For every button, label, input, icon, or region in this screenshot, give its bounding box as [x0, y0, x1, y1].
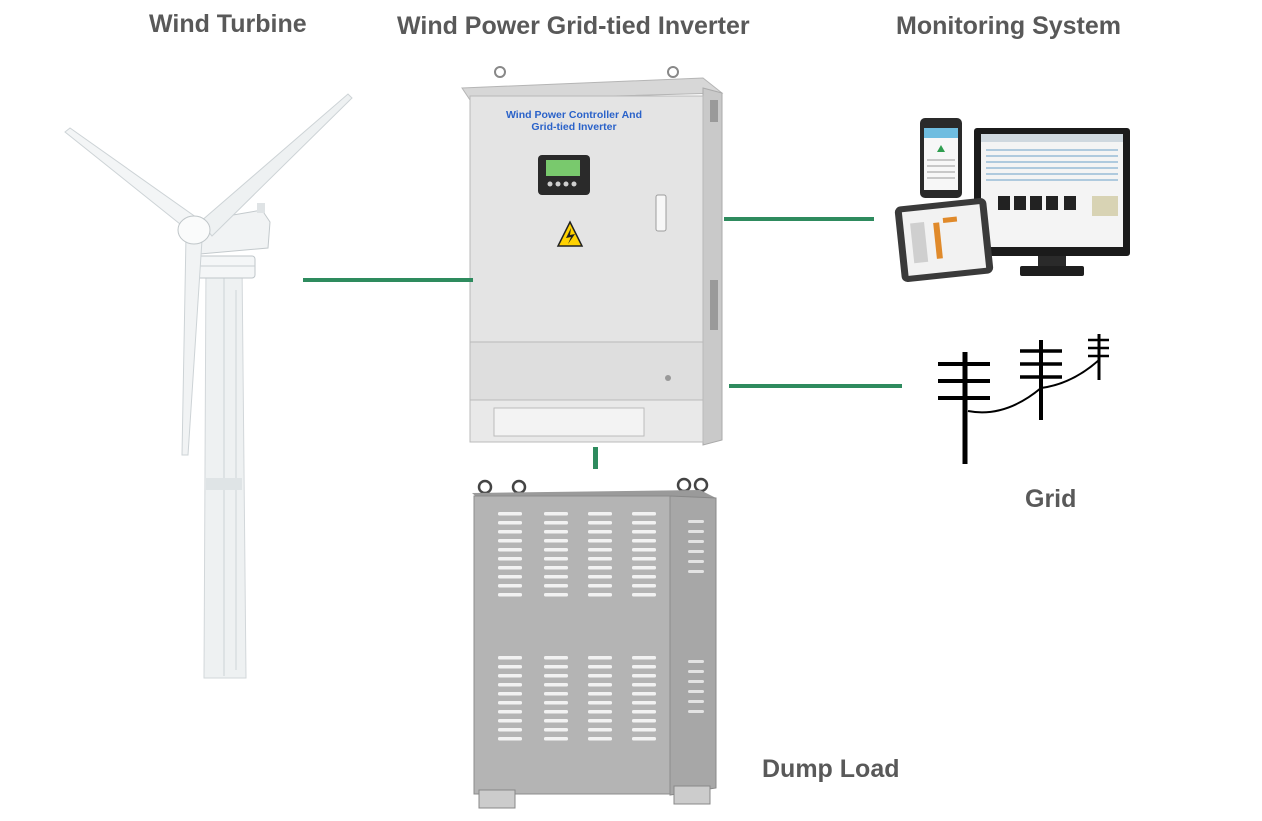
wind-turbine: [64, 93, 353, 679]
monitoring-system-label: Monitoring System: [896, 12, 1122, 40]
wind-turbine-label: Wind Turbine: [149, 10, 307, 38]
inverter-label: Wind Power Grid-tied Inverter: [397, 12, 750, 40]
connector-inverter-monitoring: [724, 217, 874, 221]
dump-load-label: Dump Load: [762, 755, 900, 783]
panel-text-line2: Grid-tied Inverter: [531, 121, 616, 133]
inverter-cabinet: Wind Power Controller And Grid-tied Inve…: [461, 66, 724, 446]
grid-label: Grid: [1025, 485, 1077, 513]
connector-inverter-grid: [729, 384, 902, 388]
connector-inverter-dumpload: [593, 447, 598, 469]
high-voltage-warning-icon: [556, 220, 584, 247]
panel-text-line1: Wind Power Controller And: [506, 109, 642, 121]
grid-poles-icon: [938, 334, 1109, 464]
monitoring-system: [894, 118, 1130, 283]
connector-turbine-inverter: [303, 278, 473, 282]
dump-load: [472, 477, 717, 809]
